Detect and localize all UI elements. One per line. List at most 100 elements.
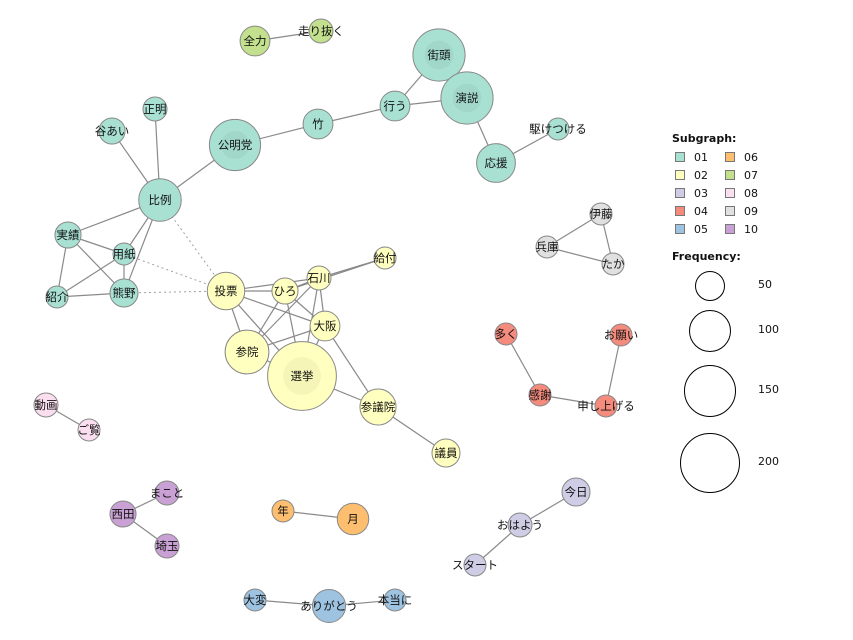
node-label: 参議院 — [361, 400, 396, 414]
node-label: おはよう — [497, 518, 543, 532]
node-circle — [112, 242, 136, 266]
node-おはよう: おはよう — [497, 512, 543, 538]
node-core — [220, 130, 250, 160]
node-circle — [561, 477, 591, 507]
swatch-icon — [675, 224, 685, 234]
node-スタート: スタート — [452, 553, 498, 577]
node-選挙: 選挙 — [267, 341, 337, 411]
subgraph-label: 04 — [694, 205, 708, 218]
node-circle — [243, 588, 267, 612]
subgraph-label: 10 — [744, 223, 758, 236]
node-label: まこと — [150, 486, 185, 500]
node-label: 西田 — [112, 507, 135, 521]
subgraph-label: 02 — [694, 169, 708, 182]
node-label: 議員 — [435, 446, 458, 460]
node-circle — [379, 90, 411, 122]
node-年: 年 — [271, 499, 295, 523]
node-circle — [309, 310, 341, 342]
node-circle — [45, 285, 69, 309]
node-給付: 給付 — [373, 246, 397, 270]
node-label: 全力 — [244, 34, 267, 48]
node-circle — [239, 25, 271, 57]
node-label: 感謝 — [529, 388, 552, 402]
node-用紙: 用紙 — [112, 242, 136, 266]
node-label: 走り抜く — [298, 24, 344, 38]
node-label: ご覧 — [78, 423, 101, 437]
frequency-circle-150 — [684, 365, 736, 417]
node-label: 実績 — [57, 228, 80, 242]
node-label: 選挙 — [291, 369, 314, 383]
node-label: 比例 — [149, 193, 172, 207]
node-label: ありがとう — [300, 599, 358, 613]
node-circle — [54, 221, 82, 249]
subgraph-legend-title: Subgraph: — [672, 132, 737, 145]
node-circle — [33, 392, 59, 418]
node-circle — [507, 512, 533, 538]
edge-申し上げる-お願い — [605, 334, 622, 407]
node-circle — [98, 117, 126, 145]
node-走り抜く: 走り抜く — [298, 18, 344, 44]
node-circle — [206, 271, 246, 311]
edge-用紙-紹介 — [56, 253, 125, 298]
node-大変: 大変 — [243, 588, 267, 612]
node-label: 給付 — [374, 251, 397, 265]
node-core — [452, 83, 482, 113]
node-label: 熊野 — [113, 286, 136, 300]
node-label: 年 — [277, 504, 289, 518]
node-label: 行う — [384, 99, 407, 113]
subgraph-label: 05 — [694, 223, 708, 236]
node-動画: 動画 — [33, 392, 59, 418]
node-circle — [594, 394, 618, 418]
node-本当に: 本当に — [378, 588, 413, 612]
swatch-icon — [725, 188, 735, 198]
node-core — [283, 357, 321, 395]
node-label: 石川 — [308, 271, 331, 285]
node-街頭: 街頭 — [412, 28, 466, 82]
subgraph-label: 08 — [744, 187, 758, 200]
node-応援: 応援 — [476, 143, 516, 183]
node-circle — [142, 96, 168, 122]
node-circle — [431, 438, 461, 468]
node-circle — [601, 252, 625, 276]
node-circle — [154, 480, 180, 506]
node-label: ひろ — [274, 284, 297, 298]
frequency-value: 50 — [758, 278, 772, 291]
node-circle — [302, 108, 334, 140]
node-label: 大変 — [244, 593, 267, 607]
edge-多く-感謝 — [505, 333, 541, 396]
swatch-icon — [725, 152, 735, 162]
node-label: 大阪 — [314, 319, 337, 333]
node-比例: 比例 — [138, 178, 182, 222]
swatch-icon — [675, 188, 685, 198]
node-石川: 石川 — [306, 265, 332, 291]
node-circle — [271, 499, 295, 523]
frequency-legend-title: Frequency: — [672, 250, 741, 263]
node-投票: 投票 — [206, 271, 246, 311]
node-label: スタート — [452, 558, 498, 572]
node-伊藤: 伊藤 — [589, 202, 613, 226]
node-circle — [359, 388, 397, 426]
node-label: 本当に — [378, 593, 413, 607]
node-circle — [476, 143, 516, 183]
frequency-value: 150 — [758, 383, 779, 396]
node-実績: 実績 — [54, 221, 82, 249]
node-公明党: 公明党 — [208, 118, 262, 172]
swatch-icon — [675, 152, 685, 162]
swatch-icon — [675, 170, 685, 180]
node-お願い: お願い — [604, 323, 638, 347]
node-circle — [546, 117, 570, 141]
node-西田: 西田 — [109, 500, 137, 528]
node-circle — [271, 277, 299, 305]
node-たか: たか — [601, 252, 625, 276]
node-紹介: 紹介 — [45, 285, 69, 309]
node-label: 参院 — [236, 345, 259, 359]
node-今日: 今日 — [561, 477, 591, 507]
frequency-circle-100 — [689, 310, 731, 352]
node-circle — [308, 18, 334, 44]
swatch-icon — [675, 206, 685, 216]
node-兵庫: 兵庫 — [535, 235, 559, 259]
node-circle — [77, 418, 101, 442]
node-circle — [589, 202, 613, 226]
